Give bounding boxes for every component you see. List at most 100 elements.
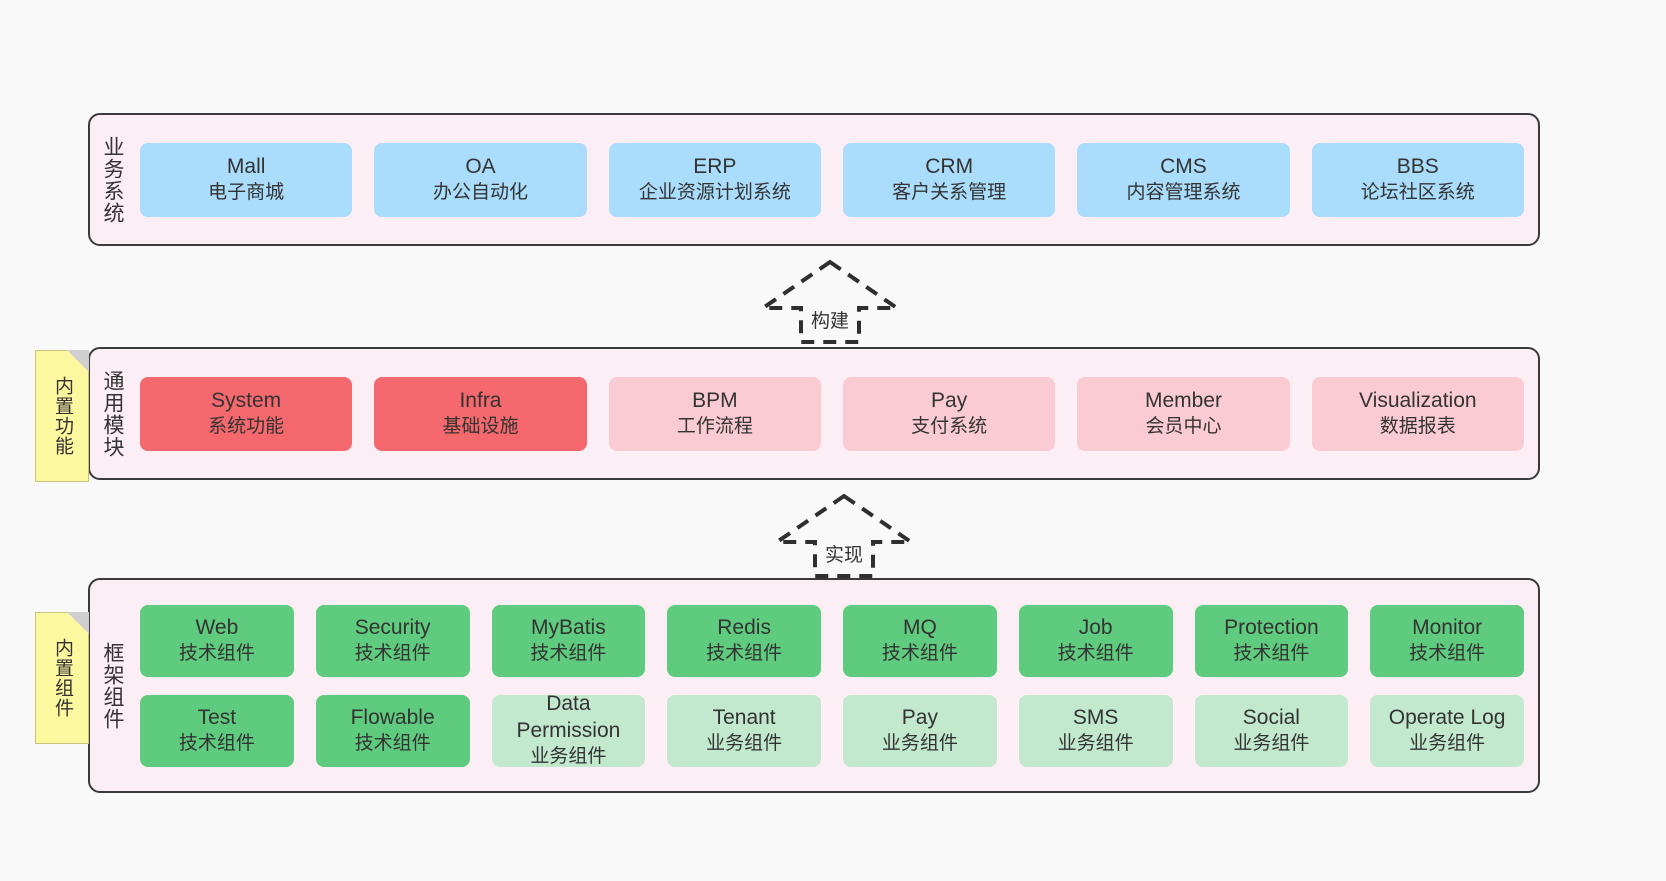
card-title-cn: 技术组件 <box>706 642 783 664</box>
card-title-en: BPM <box>692 388 738 412</box>
note-fold-corner-icon <box>67 350 89 372</box>
card-tenant[interactable]: Tenant 业务组件 <box>667 694 821 767</box>
card-visualization[interactable]: Visualization 数据报表 <box>1311 376 1524 451</box>
arrow-implement-glyph <box>770 493 918 578</box>
card-title-en: Visualization <box>1359 388 1477 412</box>
card-title-en: OA <box>465 154 496 178</box>
card-web[interactable]: Web 技术组件 <box>140 604 294 677</box>
card-mq[interactable]: MQ 技术组件 <box>843 604 997 677</box>
arrow-build-glyph <box>756 259 904 344</box>
card-title-en: Test <box>197 705 237 729</box>
card-mall[interactable]: Mall 电子商城 <box>140 142 353 217</box>
card-title-cn: 技术组件 <box>1057 642 1134 664</box>
card-title-en: MQ <box>902 615 937 639</box>
card-title-cn: 技术组件 <box>530 642 607 664</box>
card-title-en: Redis <box>717 615 771 639</box>
card-redis[interactable]: Redis 技术组件 <box>667 604 821 677</box>
card-title-en: Operate Log <box>1388 705 1506 729</box>
card-title-cn: 技术组件 <box>178 732 255 754</box>
card-title-en: Protection <box>1224 615 1319 639</box>
card-title-en: CRM <box>925 154 974 178</box>
card-title-cn: 支付系统 <box>911 415 988 437</box>
card-title-en: ERP <box>693 154 737 178</box>
card-title-en: BBS <box>1396 154 1439 178</box>
note-builtin-functions-label: 内置功能 <box>52 376 74 456</box>
card-title-en: Flowable <box>350 705 435 729</box>
card-title-cn: 业务组件 <box>530 746 607 768</box>
arrow-build: 构建 <box>755 256 905 346</box>
card-cms[interactable]: CMS 内容管理系统 <box>1077 142 1290 217</box>
card-title-cn: 技术组件 <box>1409 642 1486 664</box>
card-oa[interactable]: OA 办公自动化 <box>374 142 587 217</box>
note-builtin-components-label: 内置组件 <box>52 638 74 718</box>
card-job[interactable]: Job 技术组件 <box>1018 604 1173 677</box>
card-title-cn: 技术组件 <box>354 732 431 754</box>
card-title-cn: 客户关系管理 <box>892 181 1007 203</box>
card-title-cn: 办公自动化 <box>432 181 528 203</box>
card-title-en: Tenant <box>712 705 776 729</box>
arrow-implement-label: 实现 <box>824 545 864 566</box>
card-title-en: CMS <box>1160 154 1207 178</box>
section-label-common-modules: 通用模块 <box>100 369 124 458</box>
card-title-cn: 会员中心 <box>1145 415 1222 437</box>
card-title-cn: 业务组件 <box>881 732 958 754</box>
card-title-cn: 内容管理系统 <box>1126 181 1241 203</box>
card-title-cn: 技术组件 <box>1233 642 1310 664</box>
card-crm[interactable]: CRM 客户关系管理 <box>842 142 1056 217</box>
card-title-cn: 企业资源计划系统 <box>638 181 791 203</box>
section-body-business-systems: Mall 电子商城 OA 办公自动化 ERP 企业资源计划系统 CRM 客户关系管理 CMS 内容… <box>134 115 1538 244</box>
card-bpm[interactable]: BPM 工作流程 <box>608 376 821 451</box>
card-title-en: Social <box>1242 705 1300 729</box>
card-title-en: Infra <box>459 388 502 412</box>
section-business-systems: 业务系统 Mall 电子商城 OA 办公自动化 ERP 企业资源计划系统 CRM 客户关系管理… <box>88 113 1540 246</box>
card-title-en: Security <box>354 615 431 639</box>
card-title-en: Web <box>195 615 239 639</box>
section-label-framework-components: 框架组件 <box>100 641 124 730</box>
card-title-en: SMS <box>1072 705 1119 729</box>
card-title-cn: 数据报表 <box>1379 415 1456 437</box>
note-builtin-functions: 内置功能 <box>35 350 89 482</box>
card-title-en: System <box>211 388 282 412</box>
card-title-cn: 基础设施 <box>442 415 519 437</box>
card-flowable[interactable]: Flowable 技术组件 <box>315 694 470 767</box>
card-row-business: Mall 电子商城 OA 办公自动化 ERP 企业资源计划系统 CRM 客户关系管理 CMS 内容… <box>140 142 1524 217</box>
card-title-cn: 技术组件 <box>178 642 255 664</box>
card-monitor[interactable]: Monitor 技术组件 <box>1370 604 1524 677</box>
card-infra[interactable]: Infra 基础设施 <box>374 376 587 451</box>
card-erp[interactable]: ERP 企业资源计划系统 <box>608 142 821 217</box>
card-title-en: Pay <box>931 388 968 412</box>
card-pay[interactable]: Pay 支付系统 <box>842 376 1056 451</box>
card-protection[interactable]: Protection 技术组件 <box>1194 604 1349 677</box>
card-member[interactable]: Member 会员中心 <box>1077 376 1290 451</box>
card-title-en: Member <box>1144 388 1222 412</box>
arrow-build-label: 构建 <box>810 311 850 332</box>
card-title-cn: 业务组件 <box>706 732 783 754</box>
card-bbs[interactable]: BBS 论坛社区系统 <box>1311 142 1524 217</box>
card-title-cn: 工作流程 <box>676 415 753 437</box>
note-builtin-components: 内置组件 <box>35 612 89 744</box>
card-title-cn: 论坛社区系统 <box>1360 181 1475 203</box>
card-title-en: Mall <box>226 154 266 178</box>
arrow-implement: 实现 <box>769 490 919 580</box>
section-label-business-systems: 业务系统 <box>100 135 124 224</box>
card-title-cn: 技术组件 <box>881 642 958 664</box>
card-title-en: Job <box>1078 615 1113 639</box>
card-test[interactable]: Test 技术组件 <box>140 694 294 767</box>
card-title-en: Monitor <box>1412 615 1483 639</box>
card-title-cn: 电子商城 <box>208 181 285 203</box>
